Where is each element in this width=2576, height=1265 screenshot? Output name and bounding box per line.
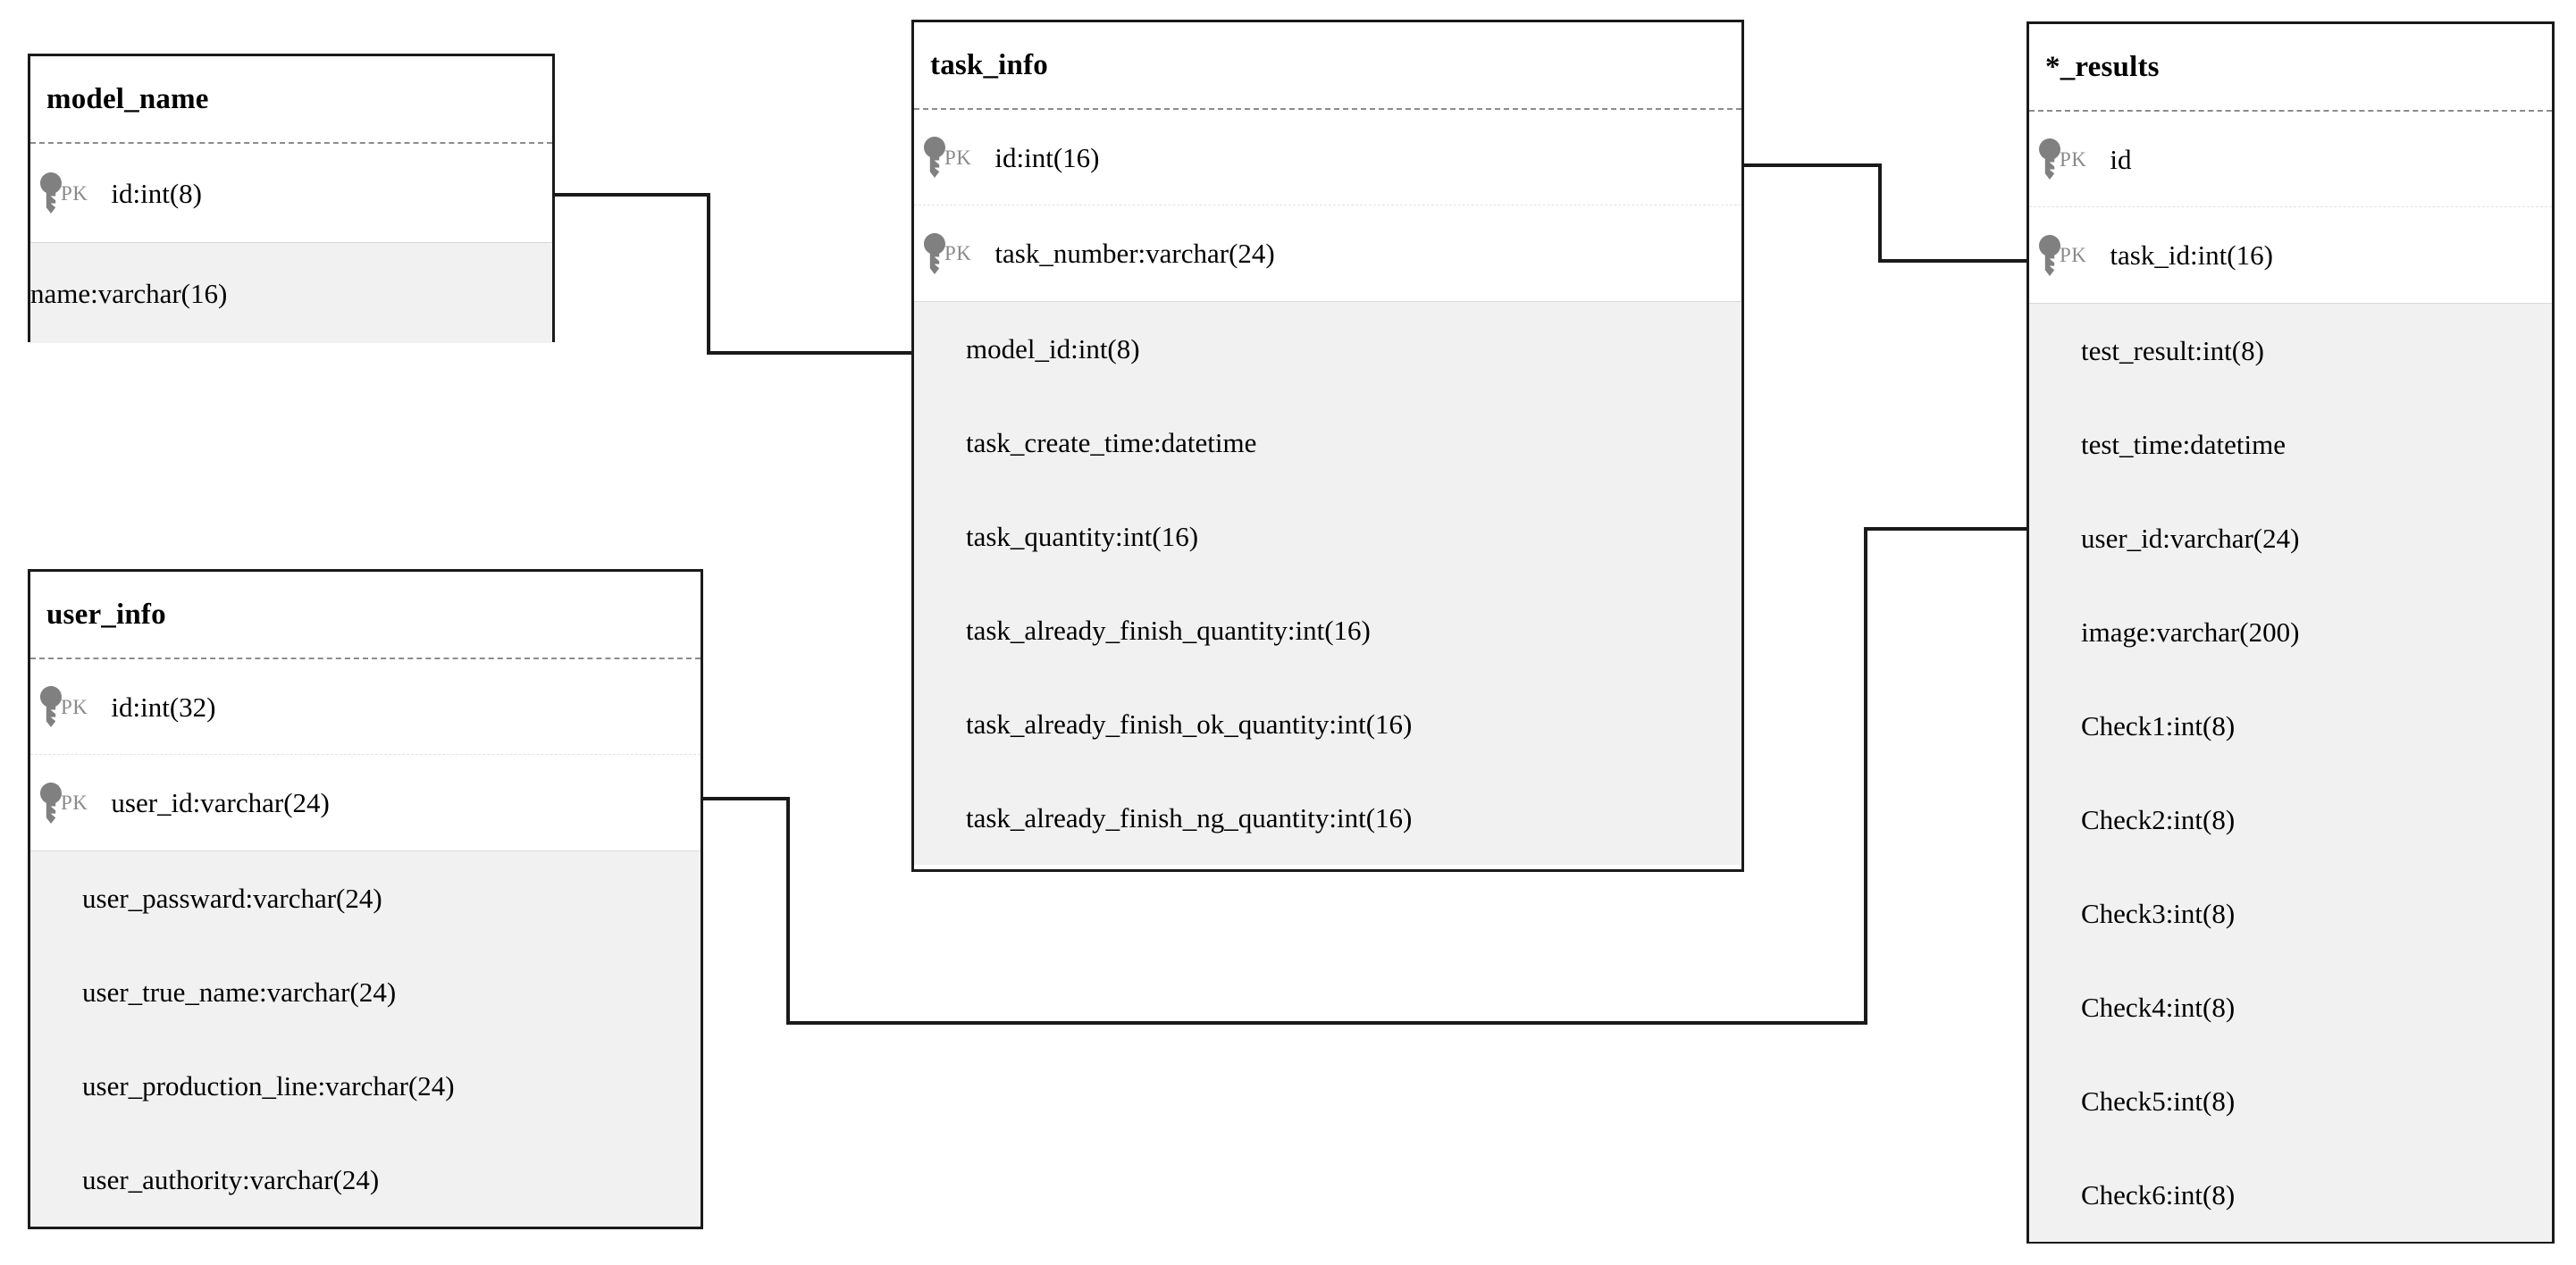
attribute-label: task_create_time:datetime (966, 427, 1257, 458)
attribute-row[interactable]: Check2:int(8) (2029, 773, 2552, 867)
primary-key-section-model_name: PK id:int(8) (30, 144, 552, 242)
relationship-model_name-to-task_info (555, 193, 911, 355)
key-indicator: PK (39, 782, 88, 825)
attribute-row[interactable]: PK id:int(16) (914, 110, 1741, 205)
primary-key-section-user_info: PK id:int(32) PK user_id:varchar(24) (30, 659, 701, 850)
entity-title-model_name: model_name (46, 82, 209, 115)
attribute-label: task_id:int(16) (2110, 239, 2273, 271)
attribute-label: task_number:varchar(24) (994, 238, 1275, 269)
attribute-label: model_id:int(8) (966, 333, 1140, 364)
attribute-row[interactable]: name:varchar(16) (30, 243, 552, 343)
attribute-label: id:int(16) (994, 141, 1100, 173)
attribute-row[interactable]: PK user_id:varchar(24) (30, 755, 701, 850)
attribute-row[interactable]: PK id (2029, 112, 2552, 207)
attribute-label: user_true_name:varchar(24) (82, 976, 397, 1008)
attribute-row[interactable]: test_result:int(8) (2029, 304, 2552, 398)
attribute-row[interactable]: task_create_time:datetime (914, 396, 1741, 490)
attribute-row[interactable]: task_quantity:int(16) (914, 490, 1741, 583)
primary-key-icon (40, 686, 62, 727)
entity-header-task_info: task_info (914, 22, 1741, 110)
primary-key-icon (2039, 234, 2060, 276)
attribute-row[interactable]: model_id:int(8) (914, 302, 1741, 396)
attribute-label: test_result:int(8) (2081, 335, 2264, 366)
attribute-row[interactable]: Check6:int(8) (2029, 1148, 2552, 1242)
attribute-label: task_already_finish_ng_quantity:int(16) (966, 802, 1413, 834)
attribute-row[interactable]: user_true_name:varchar(24) (30, 945, 701, 1039)
attribute-row[interactable]: PK task_id:int(16) (2029, 207, 2552, 303)
attribute-row[interactable]: test_time:datetime (2029, 398, 2552, 491)
attribute-label: Check5:int(8) (2081, 1085, 2236, 1117)
entity-title-results: *_results (2045, 50, 2160, 83)
attribute-label: image:varchar(200) (2081, 616, 2300, 648)
entity-header-user_info: user_info (30, 572, 701, 659)
entity-header-results: *_results (2029, 24, 2552, 112)
attribute-row[interactable]: PK id:int(8) (30, 144, 552, 242)
primary-key-icon (924, 137, 945, 178)
attribute-label: user_passward:varchar(24) (82, 883, 382, 914)
pk-label: PK (944, 242, 972, 264)
attribute-label: Check1:int(8) (2081, 710, 2236, 741)
key-indicator: PK (2038, 138, 2086, 180)
primary-key-icon (40, 782, 62, 824)
pk-label: PK (2060, 147, 2087, 171)
attribute-row[interactable]: Check4:int(8) (2029, 960, 2552, 1054)
pk-label: PK (2060, 244, 2087, 266)
key-indicator: PK (2038, 234, 2086, 277)
key-indicator: PK (39, 172, 88, 214)
pk-label: PK (944, 146, 972, 169)
attribute-section-user_info: user_passward:varchar(24) user_true_name:… (30, 850, 701, 1227)
attribute-row[interactable]: Check5:int(8) (2029, 1054, 2552, 1148)
primary-key-section-task_info: PK id:int(16) PK task_number:varchar(24) (914, 110, 1741, 301)
attribute-row[interactable]: Check3:int(8) (2029, 867, 2552, 960)
key-indicator: PK (923, 136, 971, 179)
attribute-row[interactable]: user_id:varchar(24) (2029, 491, 2552, 585)
pk-label: PK (61, 181, 88, 205)
attribute-row[interactable]: PK id:int(32) (30, 659, 701, 755)
attribute-label: id (2110, 143, 2132, 175)
attribute-label: Check2:int(8) (2081, 804, 2236, 835)
entity-title-task_info: task_info (930, 48, 1048, 81)
attribute-row[interactable]: task_already_finish_ok_quantity:int(16) (914, 677, 1741, 771)
attribute-label: task_already_finish_quantity:int(16) (966, 615, 1371, 646)
attribute-row[interactable]: task_already_finish_ng_quantity:int(16) (914, 771, 1741, 865)
attribute-row[interactable]: task_already_finish_quantity:int(16) (914, 583, 1741, 677)
attribute-label: id:int(8) (111, 177, 203, 209)
attribute-section-model_name: name:varchar(16) (30, 242, 552, 343)
relationship-task_info-to-results (1744, 163, 2026, 263)
attribute-section-task_info: model_id:int(8) task_create_time:datetime… (914, 301, 1741, 865)
primary-key-icon (40, 172, 62, 214)
primary-key-icon (924, 232, 945, 274)
key-indicator: PK (39, 685, 88, 728)
attribute-label: Check3:int(8) (2081, 898, 2236, 929)
attribute-label: id:int(32) (111, 691, 216, 723)
attribute-label: user_production_line:varchar(24) (82, 1070, 455, 1102)
attribute-row[interactable]: user_authority:varchar(24) (30, 1133, 701, 1227)
pk-label: PK (61, 695, 88, 718)
key-indicator: PK (923, 232, 971, 275)
attribute-row[interactable]: user_production_line:varchar(24) (30, 1039, 701, 1133)
attribute-label: user_authority:varchar(24) (82, 1164, 380, 1195)
attribute-row[interactable]: Check1:int(8) (2029, 679, 2552, 773)
attribute-label: task_quantity:int(16) (966, 521, 1199, 552)
entity-header-model_name: model_name (30, 56, 552, 144)
pk-label: PK (61, 792, 88, 814)
attribute-label: name:varchar(16) (30, 277, 228, 309)
attribute-label: user_id:varchar(24) (111, 787, 330, 818)
attribute-label: test_time:datetime (2081, 429, 2286, 460)
attribute-row[interactable]: PK task_number:varchar(24) (914, 205, 1741, 301)
attribute-label: task_already_finish_ok_quantity:int(16) (966, 708, 1413, 740)
attribute-row[interactable]: image:varchar(200) (2029, 585, 2552, 679)
attribute-row[interactable]: user_passward:varchar(24) (30, 851, 701, 945)
attribute-label: user_id:varchar(24) (2081, 523, 2300, 554)
primary-key-icon (2039, 138, 2060, 180)
attribute-label: Check6:int(8) (2081, 1179, 2236, 1211)
entity-title-user_info: user_info (46, 598, 166, 631)
attribute-label: Check4:int(8) (2081, 992, 2236, 1023)
